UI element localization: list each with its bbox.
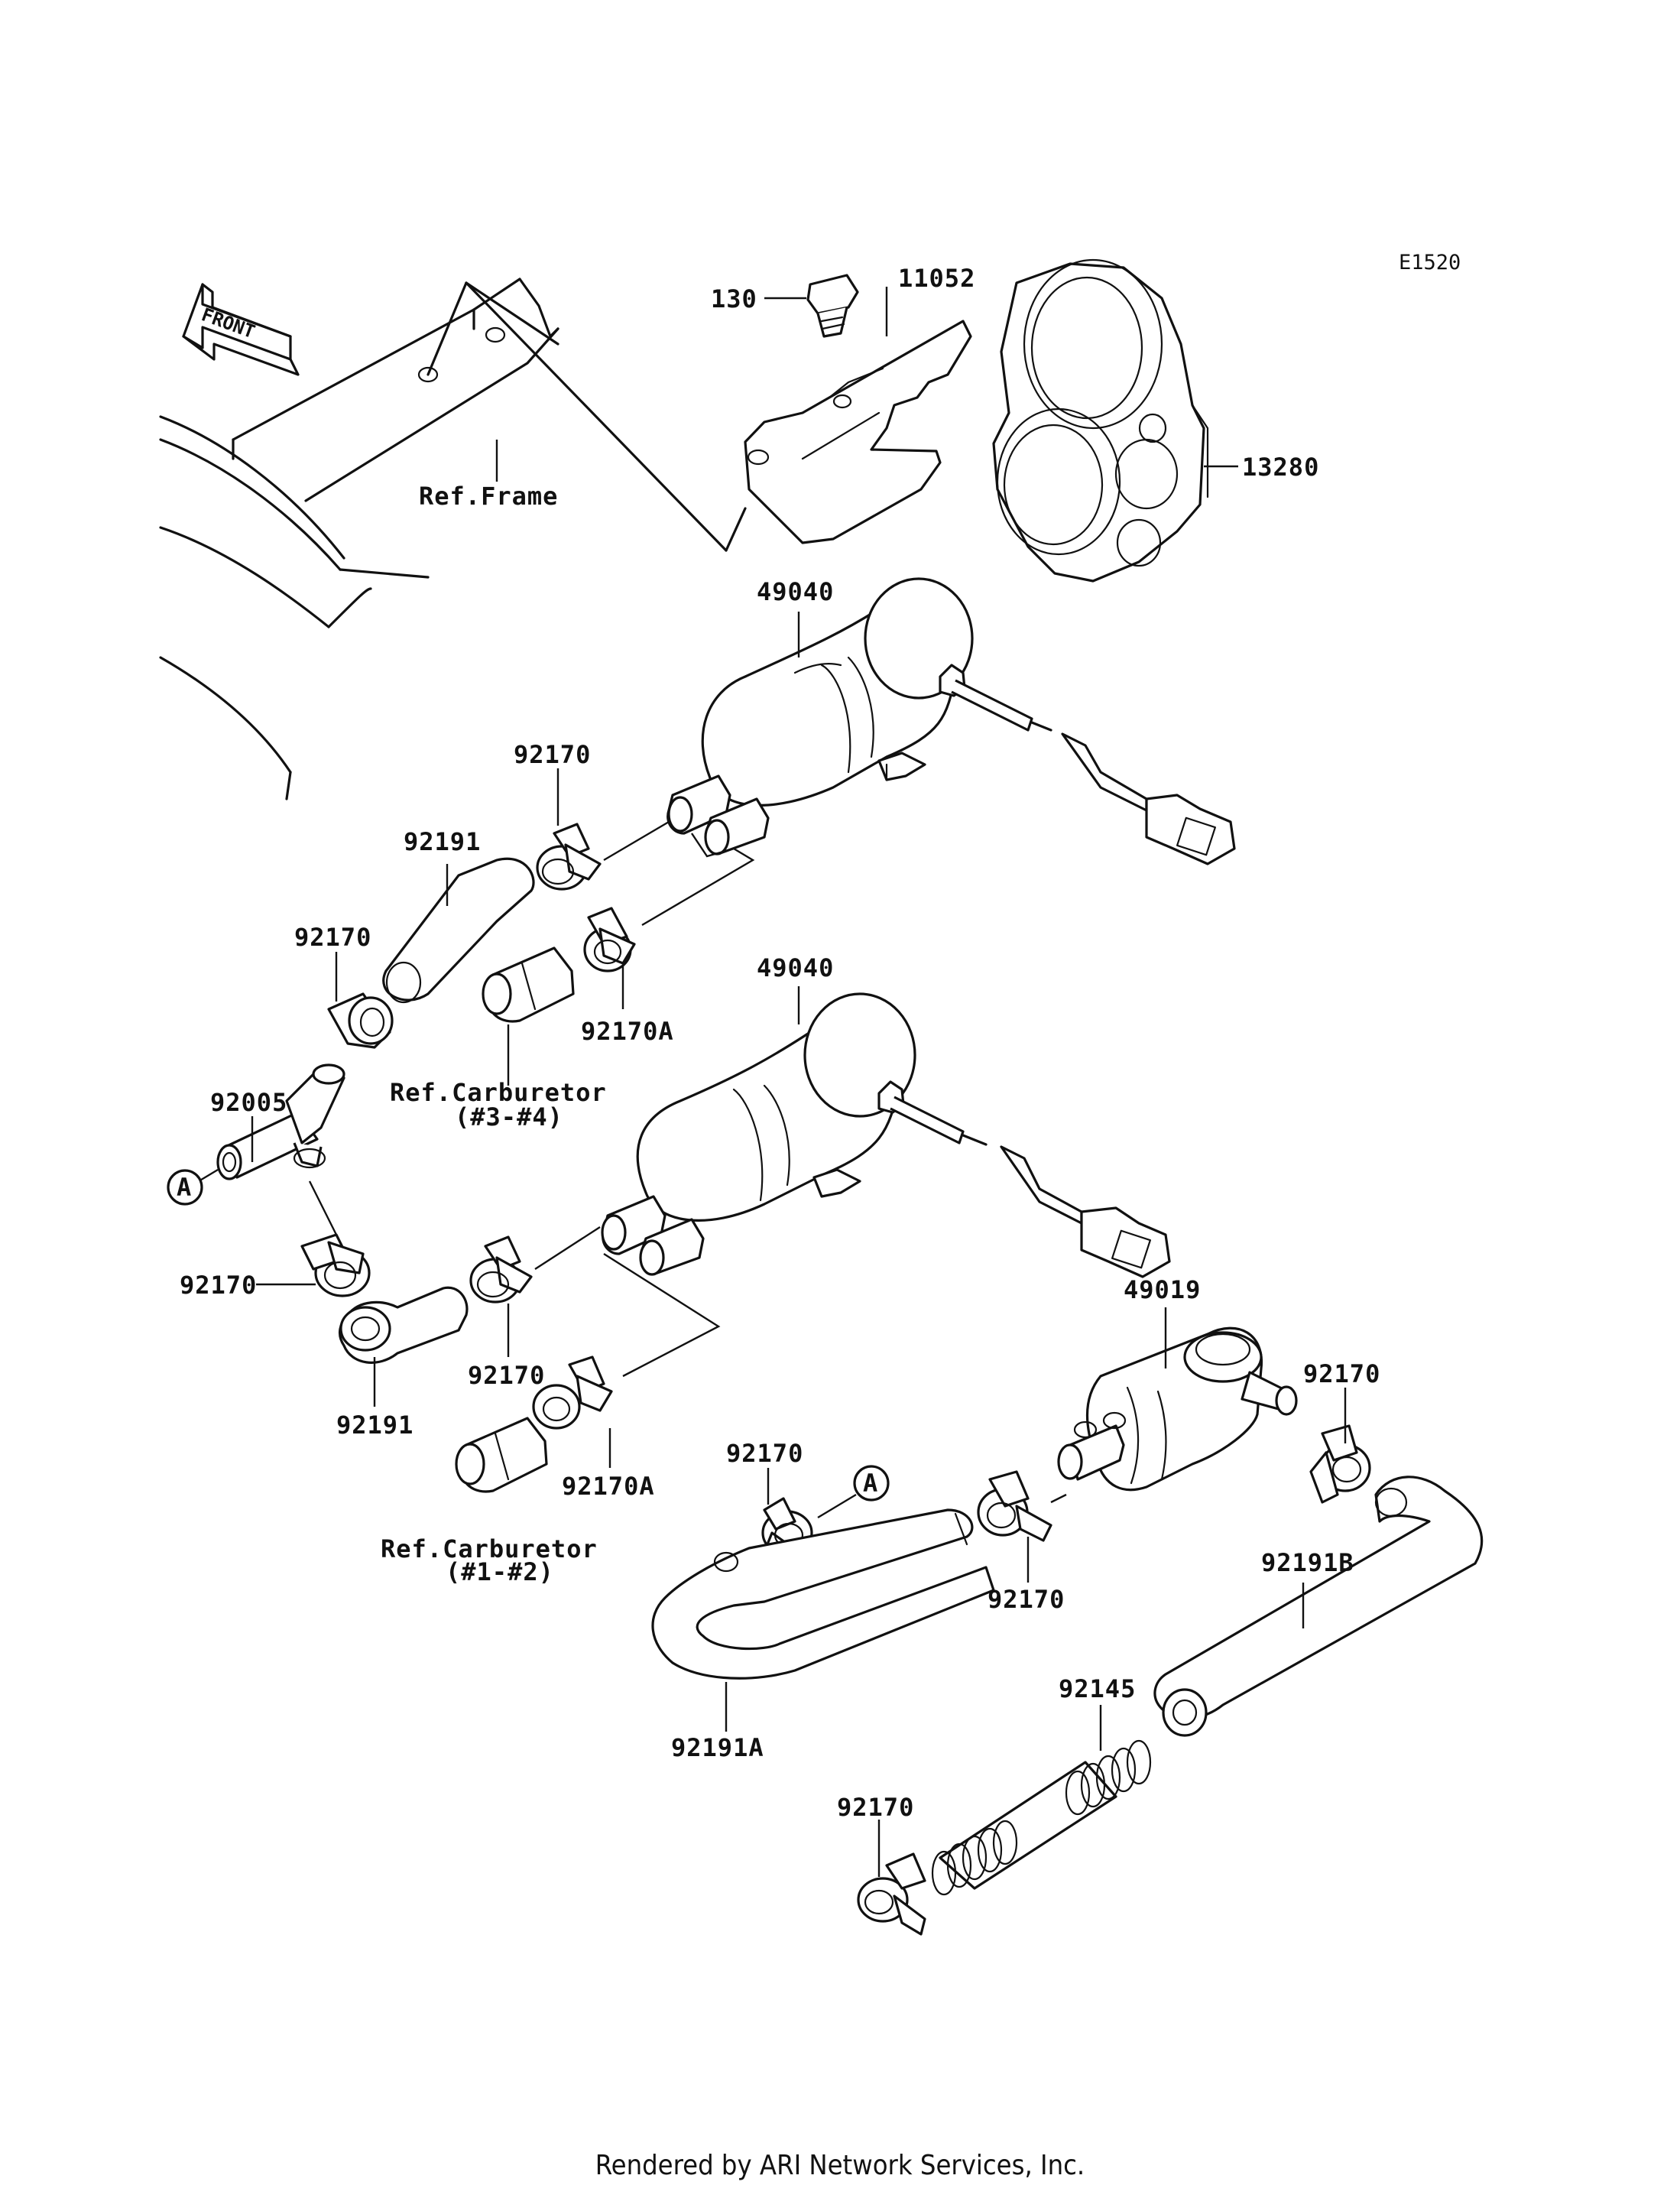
hose-92191-mid-icon [338,1286,469,1364]
frame-ref-drawing [159,278,747,800]
fuel-pump-49019-icon [1057,1326,1298,1492]
part-92170-right-label: 92170 [1303,1359,1380,1388]
part-49040-top-label: 49040 [757,577,834,606]
clamp-92170-bottom-icon [857,1852,926,1936]
part-92191A-label: 92191A [671,1733,764,1762]
holder-13280-icon [992,258,1209,583]
part-92170-bottom-a-label: 92170 [726,1439,803,1468]
part-92005-label: 92005 [210,1088,287,1117]
marker-a-left: A [167,1169,203,1206]
part-92170-bottom-label: 92170 [837,1793,914,1822]
parts-diagram: FRONT Ref.Frame 130 11052 [159,251,1484,1936]
part-92145-label: 92145 [1059,1674,1136,1703]
part-11052-label: 11052 [898,264,975,293]
part-92191-mid-label: 92191 [336,1411,414,1440]
bracket-11052-icon [744,320,972,544]
part-13280-label: 13280 [1242,453,1319,482]
hose-92191A-icon [651,1508,995,1680]
spring-92145-icon [931,1739,1152,1896]
clamp-92170A-top-icon [583,907,636,972]
carburetor-1-2-fitting-icon [455,1417,548,1493]
joint-92005-icon [216,1063,345,1180]
clamp-92170-bottom-mid-icon [977,1470,1052,1542]
clamp-92170-top-icon [536,823,602,891]
hose-92191-top-icon [382,857,535,1004]
part-92191B-label: 92191B [1261,1548,1354,1577]
diagram-code: E1520 [1399,251,1461,274]
part-92191-top-label: 92191 [404,827,481,856]
bolt-130-icon [806,274,859,338]
ref-carb-1-2-sub-label: (#1-#2) [446,1557,554,1586]
part-92170-left-label: 92170 [294,923,371,952]
part-92170A-mid-label: 92170A [562,1472,655,1501]
footer-credit: Rendered by ARI Network Services, Inc. [595,2150,1085,2181]
ref-carb-3-4-label: Ref.Carburetor [390,1078,607,1107]
part-49040-mid-label: 49040 [757,953,834,982]
clamp-92170-right-icon [1309,1424,1371,1504]
ref-frame-label: Ref.Frame [419,482,558,511]
part-130-label: 130 [711,284,757,313]
marker-a-right: A [853,1465,890,1502]
part-92170-mid-label: 92170 [468,1361,545,1390]
clamp-92170-mid-icon [469,1235,533,1304]
carburetor-3-4-fitting-icon [482,946,575,1023]
clamp-92170A-mid-icon [532,1355,613,1430]
part-92170A-top-label: 92170A [581,1017,674,1046]
clamp-92170-left-icon [327,992,394,1049]
fuel-filter-49040-top-icon [666,577,1236,865]
part-49019-label: 49019 [1124,1275,1201,1304]
clamp-92170-mid-left-icon [300,1233,371,1297]
ref-carb-1-2-label: Ref.Carburetor [381,1534,598,1563]
part-92170-top-label: 92170 [514,740,591,769]
part-92170-bottom-mid-label: 92170 [988,1585,1065,1614]
ref-carb-3-4-sub-label: (#3-#4) [455,1102,563,1131]
part-92170-mid-left-label: 92170 [180,1271,257,1300]
fuel-filter-49040-mid-icon [601,992,1171,1278]
hose-92191B-icon [1153,1476,1484,1737]
front-arrow-icon: FRONT [182,283,300,376]
svg-text:A: A [177,1173,192,1202]
svg-text:A: A [863,1469,878,1498]
